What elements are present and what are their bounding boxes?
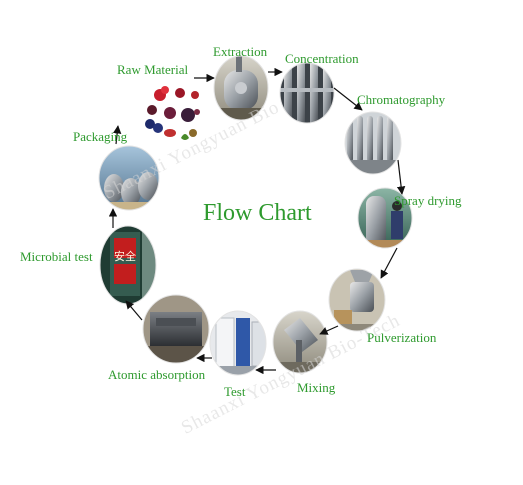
label-packaging: Packaging xyxy=(73,129,128,144)
raw-material-images xyxy=(145,86,200,140)
flow-arrows xyxy=(108,67,406,375)
label-concentration: Concentration xyxy=(285,51,359,66)
label-extraction: Extraction xyxy=(213,44,268,59)
label-spray-drying: Spray drying xyxy=(394,193,462,208)
label-pulverization: Pulverization xyxy=(367,330,437,345)
spray-drying-photo xyxy=(358,188,412,248)
arrow-concentration-to-chromatography xyxy=(333,87,363,111)
microbial-test-photo xyxy=(100,226,156,304)
arrow-pulverization-to-mixing xyxy=(319,325,339,335)
atomic-absorption-photo xyxy=(143,295,209,363)
mixing-photo xyxy=(273,311,327,373)
test-photo xyxy=(210,311,266,375)
chromatography-photo xyxy=(345,112,401,174)
label-chromatography: Chromatography xyxy=(357,92,446,107)
diagram-title: Flow Chart xyxy=(203,200,312,226)
label-raw-material: Raw Material xyxy=(117,62,189,77)
extraction-photo xyxy=(214,56,268,120)
arrow-atomic-to-microbial xyxy=(125,300,143,321)
label-atomic-absorption: Atomic absorption xyxy=(108,367,206,382)
label-microbial-test: Microbial test xyxy=(20,249,93,264)
label-test: Test xyxy=(224,384,246,399)
concentration-photo xyxy=(280,63,334,123)
arrow-chromatography-to-spray xyxy=(396,159,406,195)
packaging-photo xyxy=(99,146,159,210)
pulverization-photo xyxy=(329,269,385,331)
arrow-spray-to-pulverization xyxy=(380,247,398,279)
microbial-sign-text: 安全 xyxy=(114,249,136,263)
label-mixing: Mixing xyxy=(297,380,336,395)
arrow-packaging-to-raw xyxy=(112,125,122,145)
